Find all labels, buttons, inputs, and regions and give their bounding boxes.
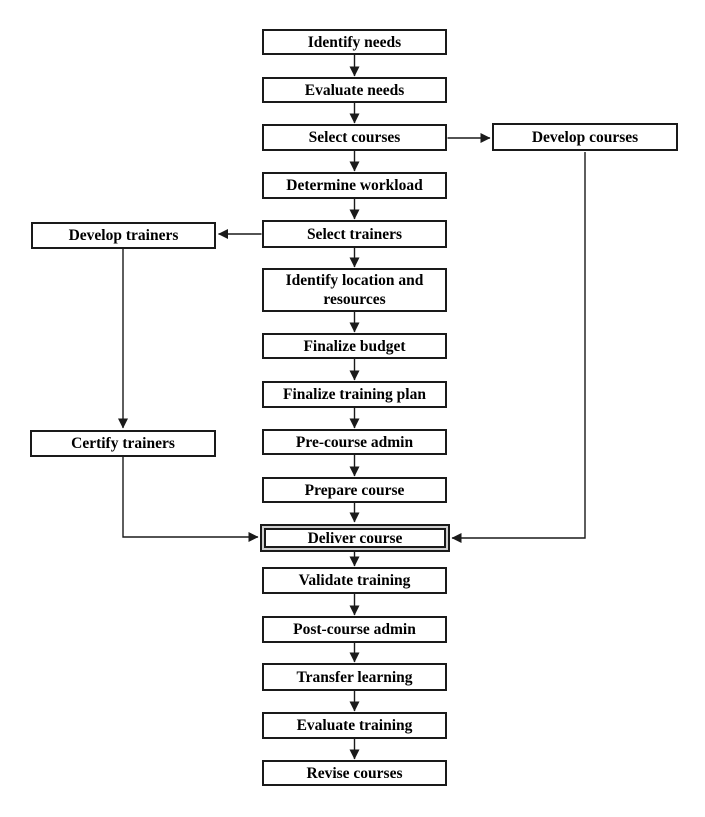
node-label: Identify needs [307, 33, 402, 51]
node-revise-courses: Revise courses [262, 760, 447, 786]
node-pre-course-admin: Pre-course admin [262, 429, 447, 455]
node-label: Deliver course [307, 529, 403, 547]
node-select-courses: Select courses [262, 124, 447, 151]
node-label: Identify location and resources [285, 272, 424, 308]
node-finalize-training-plan: Finalize training plan [262, 381, 447, 408]
node-determine-workload: Determine workload [262, 172, 447, 199]
node-label: Pre-course admin [295, 433, 414, 451]
edge-certify-trainers-to-deliver-course [122, 457, 259, 542]
node-label: Evaluate needs [304, 81, 405, 99]
node-deliver-course: Deliver course [260, 524, 450, 552]
node-label: Finalize training plan [283, 386, 426, 403]
node-identify-needs: Identify needs [262, 29, 447, 55]
node-identify-location-and-resources: Identify location and resources [262, 268, 447, 312]
node-develop-courses: Develop courses [492, 123, 678, 151]
node-develop-trainers: Develop trainers [31, 222, 216, 249]
node-label: Post-course admin [293, 621, 416, 638]
node-validate-training: Validate training [262, 567, 447, 594]
node-certify-trainers: Certify trainers [30, 430, 216, 457]
node-label: Develop trainers [68, 227, 179, 244]
node-label: Revise courses [306, 764, 403, 782]
node-label: Select courses [308, 129, 401, 146]
node-label: Select trainers [306, 225, 403, 243]
node-label: Certify trainers [71, 435, 175, 452]
node-transfer-learning: Transfer learning [262, 663, 447, 691]
node-label: Transfer learning [296, 668, 413, 686]
node-label: Prepare course [304, 481, 405, 499]
node-label: Validate training [298, 572, 411, 589]
node-post-course-admin: Post-course admin [262, 616, 447, 643]
node-evaluate-needs: Evaluate needs [262, 77, 447, 103]
node-deliver-course-inner-border: Deliver course [264, 528, 446, 548]
node-finalize-budget: Finalize budget [262, 333, 447, 359]
edge-develop-courses-to-deliver-course [451, 152, 586, 543]
node-label: Evaluate training [296, 717, 413, 734]
node-label: Determine workload [286, 177, 423, 194]
node-evaluate-training: Evaluate training [262, 712, 447, 739]
node-select-trainers: Select trainers [262, 220, 447, 248]
node-prepare-course: Prepare course [262, 477, 447, 503]
node-label: Finalize budget [303, 337, 406, 355]
node-label: Develop courses [531, 128, 639, 146]
